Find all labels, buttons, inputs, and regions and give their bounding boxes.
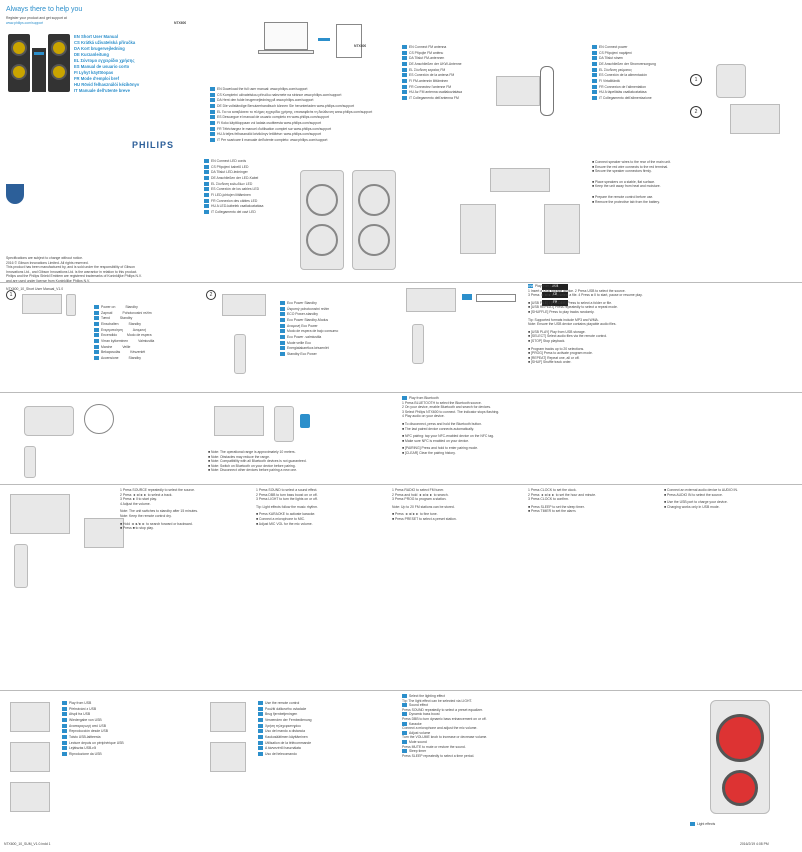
page-footer-left: NTX600_10_SUM_V1.0.indd 1: [4, 842, 51, 846]
cover-model: NTX600: [174, 21, 187, 25]
usb-play-section: USB CD FM: [402, 284, 598, 388]
language-en: EN Short User Manual: [74, 34, 118, 39]
usb-steps: USBPlay from USB 1 Insert a USB storage …: [528, 284, 643, 365]
display-usb: USB: [542, 284, 568, 290]
speaker-front-image: [690, 700, 790, 820]
cover-headline: Always there to help you: [6, 6, 83, 13]
cd-play-section: [4, 396, 202, 482]
speaker-pair-image: [298, 160, 398, 280]
standby-section: 2 Eco Power Standby Úsporný pohotovostní…: [204, 284, 400, 388]
language-el: EL Σύντομο εγχειρίδιο χρήσης: [74, 58, 135, 63]
text-columns: 1 Press SOURCE repeatedly to select the …: [120, 488, 738, 531]
setup-notes: ■ Connect speaker wires to the rear of t…: [592, 160, 671, 204]
language-hu: HU Rövid felhasználói kézikönyv: [74, 82, 140, 87]
page-footer-right: 2016/2/19 4:08 PM: [740, 842, 769, 846]
laptop-image: [258, 22, 314, 58]
cover-subline2: www.philips.com/support: [6, 21, 44, 25]
footer-code: NTX600_10_Short User Manual_V1.0: [6, 286, 64, 291]
cover-subline1: Register your product and get support at: [6, 16, 67, 20]
dj-effect-section: [4, 488, 200, 628]
language-fr: FR Mode d'emploi bref: [74, 76, 119, 81]
legal-block: Specifications are subject to change wit…: [6, 256, 196, 291]
bottom-middle-section: Use the remote control Použití dálkového…: [204, 694, 400, 830]
power-plug-image: 1 2: [690, 56, 790, 146]
cover-panel: Always there to help you Register your p…: [4, 4, 202, 200]
language-es: ES Manual de usuario corto: [74, 64, 130, 69]
bt-diagram: ■ Note: The operational range is approxi…: [204, 396, 400, 482]
arrow-right-icon: [318, 38, 330, 44]
language-list: EN Short User Manual CS Krátká uživatels…: [74, 34, 194, 94]
connect-fm-panel: EN Connect FM antenna CS Připojte FM ant…: [402, 44, 492, 144]
mini-system-image: [460, 168, 580, 278]
product-image: [8, 30, 70, 100]
display-cd: CD: [542, 292, 568, 298]
manual-lines: EN Download the full user manual: www.ph…: [210, 86, 372, 143]
connect-leds-panel: EN Connect LED cords CS Připojení kabelů…: [204, 158, 296, 258]
language-cs: CS Krátká uživatelská příručka: [74, 40, 136, 45]
language-da: DA Kort brugervejledning: [74, 46, 125, 51]
bt-steps: Play from Bluetooth 1 Press BLUETOOTH to…: [402, 396, 500, 455]
language-fi: FI Lyhyt käyttöopas: [74, 70, 114, 75]
bottom-right-text: Select the lighting effect Tip: The ligh…: [402, 694, 488, 758]
fm-antenna-image: [496, 56, 556, 126]
speaker-notes: Light effects: [690, 822, 800, 827]
brand-logo: PHILIPS: [132, 140, 175, 150]
language-it: IT Manuale dell'utente breve: [74, 88, 130, 93]
philips-shield-icon: [6, 184, 24, 204]
download-panel: NTX600 EN Download the full user manual:…: [204, 4, 400, 200]
manual-book-image: [336, 24, 362, 58]
connect-power-panel: EN Connect power CS Připojení napájení D…: [592, 44, 682, 144]
bluetooth-icon: [300, 414, 310, 428]
bottom-left-section: Play from USB Přehrávání z USB Afspil fr…: [4, 694, 200, 830]
language-de: DE Kurzanleitung: [74, 52, 109, 57]
usb-icon: [462, 294, 472, 300]
display-fm: FM: [542, 300, 568, 306]
